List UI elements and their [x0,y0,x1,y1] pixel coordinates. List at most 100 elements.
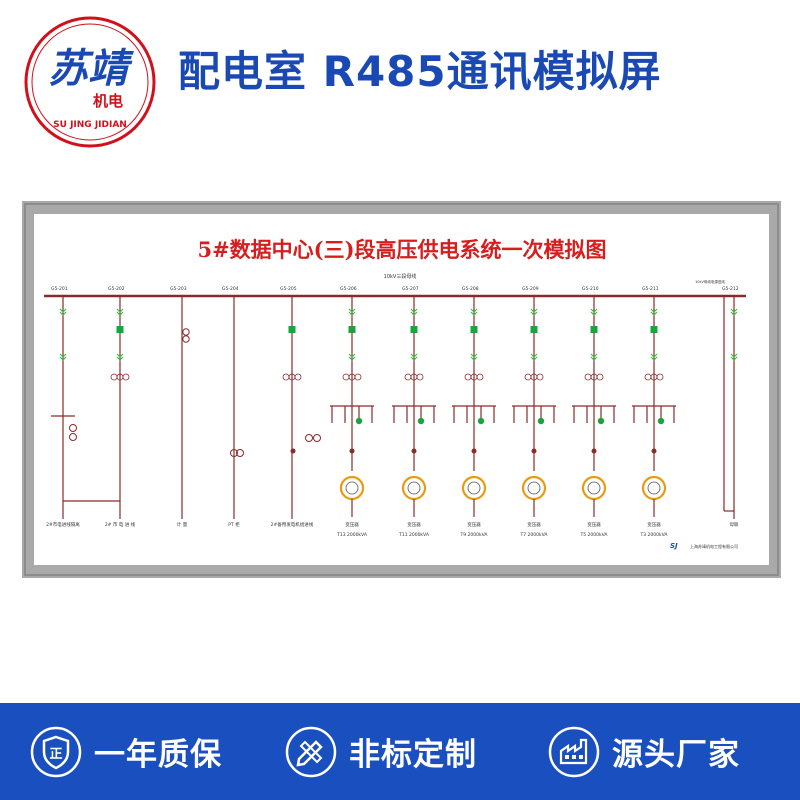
feeder-id: G5-206 [340,286,357,292]
transformer-winding-icon [407,481,421,495]
company-mark: SJ [670,542,678,550]
chevron-icon [470,353,478,361]
indicator-icon [355,417,363,425]
breaker-icon [590,326,598,333]
chevron-icon [730,353,738,361]
indicator-icon [657,417,665,425]
transformer-rating: T11 2000kVA [398,532,430,538]
feature-custom: 非标定制 [285,703,477,800]
chevron-icon [348,308,356,316]
quality-shield-icon: 正 [30,726,82,777]
feeder-id: G5-201 [51,286,68,292]
svg-text:正: 正 [49,747,62,762]
chevron-icon [410,353,418,361]
transformer-label: 变压器 [345,521,359,528]
feeder-bottom-label: 2#市电进线隔离 [46,521,80,528]
transformer-label: 变压器 [647,521,661,528]
logo-subtitle: 机电 [93,92,123,110]
pt-icon [236,449,244,457]
feeder-id: G5-202 [108,286,125,292]
node-icon [591,448,597,454]
transformer-label: 变压器 [467,521,481,528]
feeder-bottom-label: 2# 市 电 进 线 [105,521,136,528]
node-icon [290,448,296,454]
factory-icon [548,726,600,777]
indicator-icon [417,417,425,425]
current-transformer-icon [536,373,544,381]
indicator-icon [477,417,485,425]
bus-label: 10kV三段母线 [384,273,417,280]
feeder-id: G5-212 [722,286,739,292]
chevron-icon [590,308,598,316]
node-icon [411,448,417,454]
node-icon [651,448,657,454]
chevron-icon [650,308,658,316]
pt-icon [230,449,238,457]
current-transformer-icon [294,373,302,381]
pt-icon [69,433,77,441]
feeder-id: G5-210 [582,286,599,292]
chevron-icon [59,353,67,361]
transformer-label: 变压器 [587,521,601,528]
logo-script: 苏靖 [48,45,134,92]
breaker-icon [530,326,538,333]
feeder-id: G5-207 [402,286,419,292]
chevron-icon [530,353,538,361]
indicator-icon [597,417,605,425]
chevron-icon [348,353,356,361]
transformer-label: 变压器 [527,521,541,528]
page-headline: 配电室 R485通讯模拟屏 [178,47,662,96]
breaker-icon [410,326,418,333]
transformer-rating: T9 2000kVA [460,532,489,538]
feeder-id: G5-203 [170,286,187,292]
transformer-winding-icon [647,481,661,495]
current-transformer-icon [416,373,424,381]
feature-factory: 源头厂家 [548,703,740,800]
transformer-rating: T13 2000kVA [336,532,368,538]
chevron-icon [59,308,67,316]
node-icon [349,448,355,454]
panel-title: 5#数据中心(三)段高压供电系统一次模拟图 [197,237,606,262]
pt-icon [69,424,77,432]
feeder-bottom-label: 2#备用发电机组进线 [271,521,314,528]
transformer-winding-icon [467,481,481,495]
chevron-icon [530,308,538,316]
feature-label: 非标定制 [349,737,477,773]
logo-english: SU JING JIDIAN [53,120,127,130]
feeder-bottom-label: PT 柜 [228,521,240,528]
feature-warranty: 正 一年质保 [30,703,222,800]
chevron-icon [470,308,478,316]
current-transformer-icon [354,373,362,381]
transformer-winding-icon [527,481,541,495]
chevron-icon [730,308,738,316]
bus-note: 10kV母线电源进线 [695,279,725,284]
pt-icon [305,434,313,442]
chevron-icon [410,308,418,316]
feeder-id: G5-209 [522,286,539,292]
current-transformer-icon [656,373,664,381]
transformer-rating: T7 2000kVA [520,532,549,538]
chevron-icon [116,308,124,316]
feature-label: 一年质保 [94,737,222,773]
chevron-icon [590,353,598,361]
breaker-icon [470,326,478,333]
indicator-icon [537,417,545,425]
node-icon [531,448,537,454]
feeder-id: G5-204 [222,286,239,292]
brand-logo: 苏靖 机电 SU JING JIDIAN [24,16,156,148]
feature-bar: 正 一年质保 非标定制 源头厂家 [0,703,800,800]
chevron-icon [116,353,124,361]
current-transformer-icon [596,373,604,381]
feeder-id: G5-205 [280,286,297,292]
node-icon [471,448,477,454]
transformer-rating: T5 2000kVA [580,532,609,538]
feeder-bottom-label: 计 量 [177,521,188,528]
pt-icon [182,328,190,336]
feeder-bottom-label: 母联 [730,521,739,528]
feeder-id: G5-208 [462,286,479,292]
pencil-ruler-icon [285,726,337,777]
feature-label: 源头厂家 [612,737,740,773]
company-name: 上海苏靖机电工程有限公司 [690,543,738,549]
chevron-icon [650,353,658,361]
transformer-rating: T3 2000kVA [640,532,669,538]
